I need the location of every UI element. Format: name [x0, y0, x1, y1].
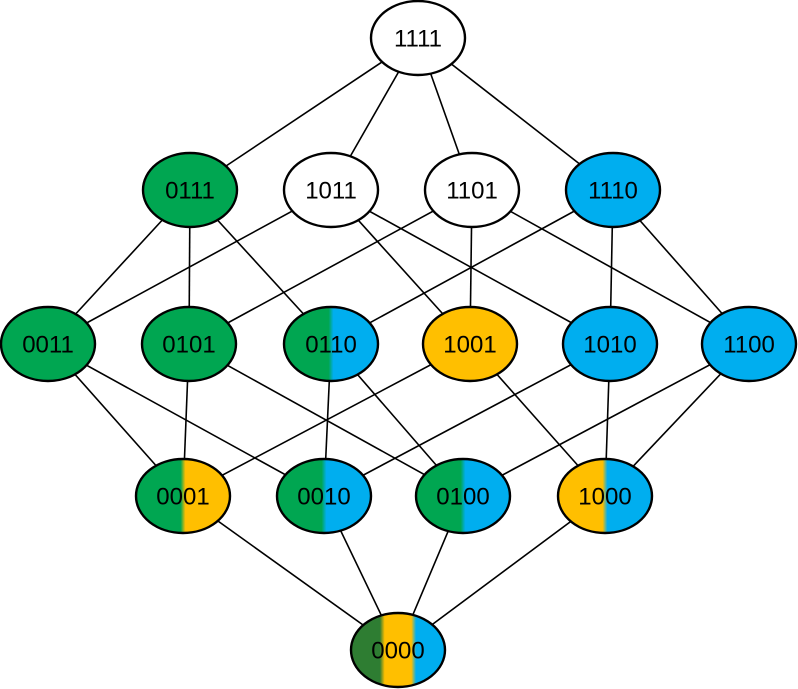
node-1111-fill	[371, 1, 465, 75]
node-1101: 1101	[423, 151, 521, 229]
node-1111: 1111	[369, 0, 467, 77]
node-1110-outline	[564, 151, 662, 229]
node-0111-label: 0111	[165, 178, 215, 205]
node-0111-fill	[143, 153, 237, 227]
node-0100-label: 0100	[436, 484, 489, 511]
node-0010: 0010	[275, 457, 373, 535]
node-0100: 0100	[414, 457, 512, 535]
node-0100-outline	[414, 457, 512, 535]
node-0110: 0110	[282, 305, 380, 383]
edge-1101-0101	[188, 189, 473, 345]
node-1110-fill	[566, 153, 660, 227]
node-0010-label: 0010	[297, 484, 350, 511]
edge-0001-0000	[182, 495, 399, 651]
node-0111: 0111	[141, 151, 239, 229]
node-1010-label: 1010	[583, 332, 636, 359]
edge-1010-0010	[323, 343, 611, 497]
node-0001-label: 0001	[156, 484, 209, 511]
node-0101: 0101	[140, 305, 238, 383]
node-1110: 1110	[564, 151, 662, 229]
node-1001: 1001	[421, 305, 519, 383]
node-0000-fill	[351, 613, 445, 687]
node-1000-fill	[558, 459, 652, 533]
node-1001-fill	[423, 307, 517, 381]
node-0000-outline	[349, 611, 447, 689]
node-0000-label: 0000	[371, 638, 424, 665]
node-1111-outline	[369, 0, 467, 77]
node-1111-label: 1111	[394, 26, 442, 53]
node-0011-fill	[1, 307, 95, 381]
node-1101-fill	[425, 153, 519, 227]
node-1010: 1010	[561, 305, 659, 383]
node-0000: 0000	[349, 611, 447, 689]
node-0001: 0001	[134, 457, 232, 535]
node-1011-fill	[284, 153, 378, 227]
node-0011: 0011	[0, 305, 97, 383]
edge-1011-0011	[47, 189, 332, 345]
node-0111-outline	[141, 151, 239, 229]
node-1011-label: 1011	[305, 178, 357, 205]
node-1000-label: 1000	[578, 484, 631, 511]
edge-1110-0110	[330, 189, 614, 345]
node-0101-outline	[140, 305, 238, 383]
node-1011: 1011	[282, 151, 380, 229]
node-0010-outline	[275, 457, 373, 535]
node-1100-outline	[700, 305, 798, 383]
edge-1111-0111	[189, 37, 419, 191]
node-0110-label: 0110	[305, 332, 357, 359]
node-0011-outline	[0, 305, 97, 383]
node-0100-fill	[416, 459, 510, 533]
edge-1001-0001	[182, 343, 471, 497]
node-1011-outline	[282, 151, 380, 229]
node-1100-fill	[702, 307, 796, 381]
node-1000-outline	[556, 457, 654, 535]
node-1110-label: 1110	[588, 178, 638, 205]
node-1010-outline	[561, 305, 659, 383]
node-1100: 1100	[700, 305, 798, 383]
node-0110-fill	[284, 307, 378, 381]
node-1000: 1000	[556, 457, 654, 535]
node-0011-label: 0011	[22, 332, 74, 359]
edge-1101-1100	[471, 189, 750, 345]
node-0001-outline	[134, 457, 232, 535]
node-1101-outline	[423, 151, 521, 229]
node-0101-label: 0101	[162, 332, 215, 359]
edge-1100-0100	[462, 343, 750, 497]
node-1001-label: 1001	[443, 332, 496, 359]
node-0101-fill	[142, 307, 236, 381]
node-0110-outline	[282, 305, 380, 383]
node-1100-label: 1100	[723, 332, 775, 359]
node-1101-label: 1101	[446, 178, 498, 205]
node-1001-outline	[421, 305, 519, 383]
node-1010-fill	[563, 307, 657, 381]
node-0010-fill	[277, 459, 371, 533]
node-0001-fill	[136, 459, 230, 533]
